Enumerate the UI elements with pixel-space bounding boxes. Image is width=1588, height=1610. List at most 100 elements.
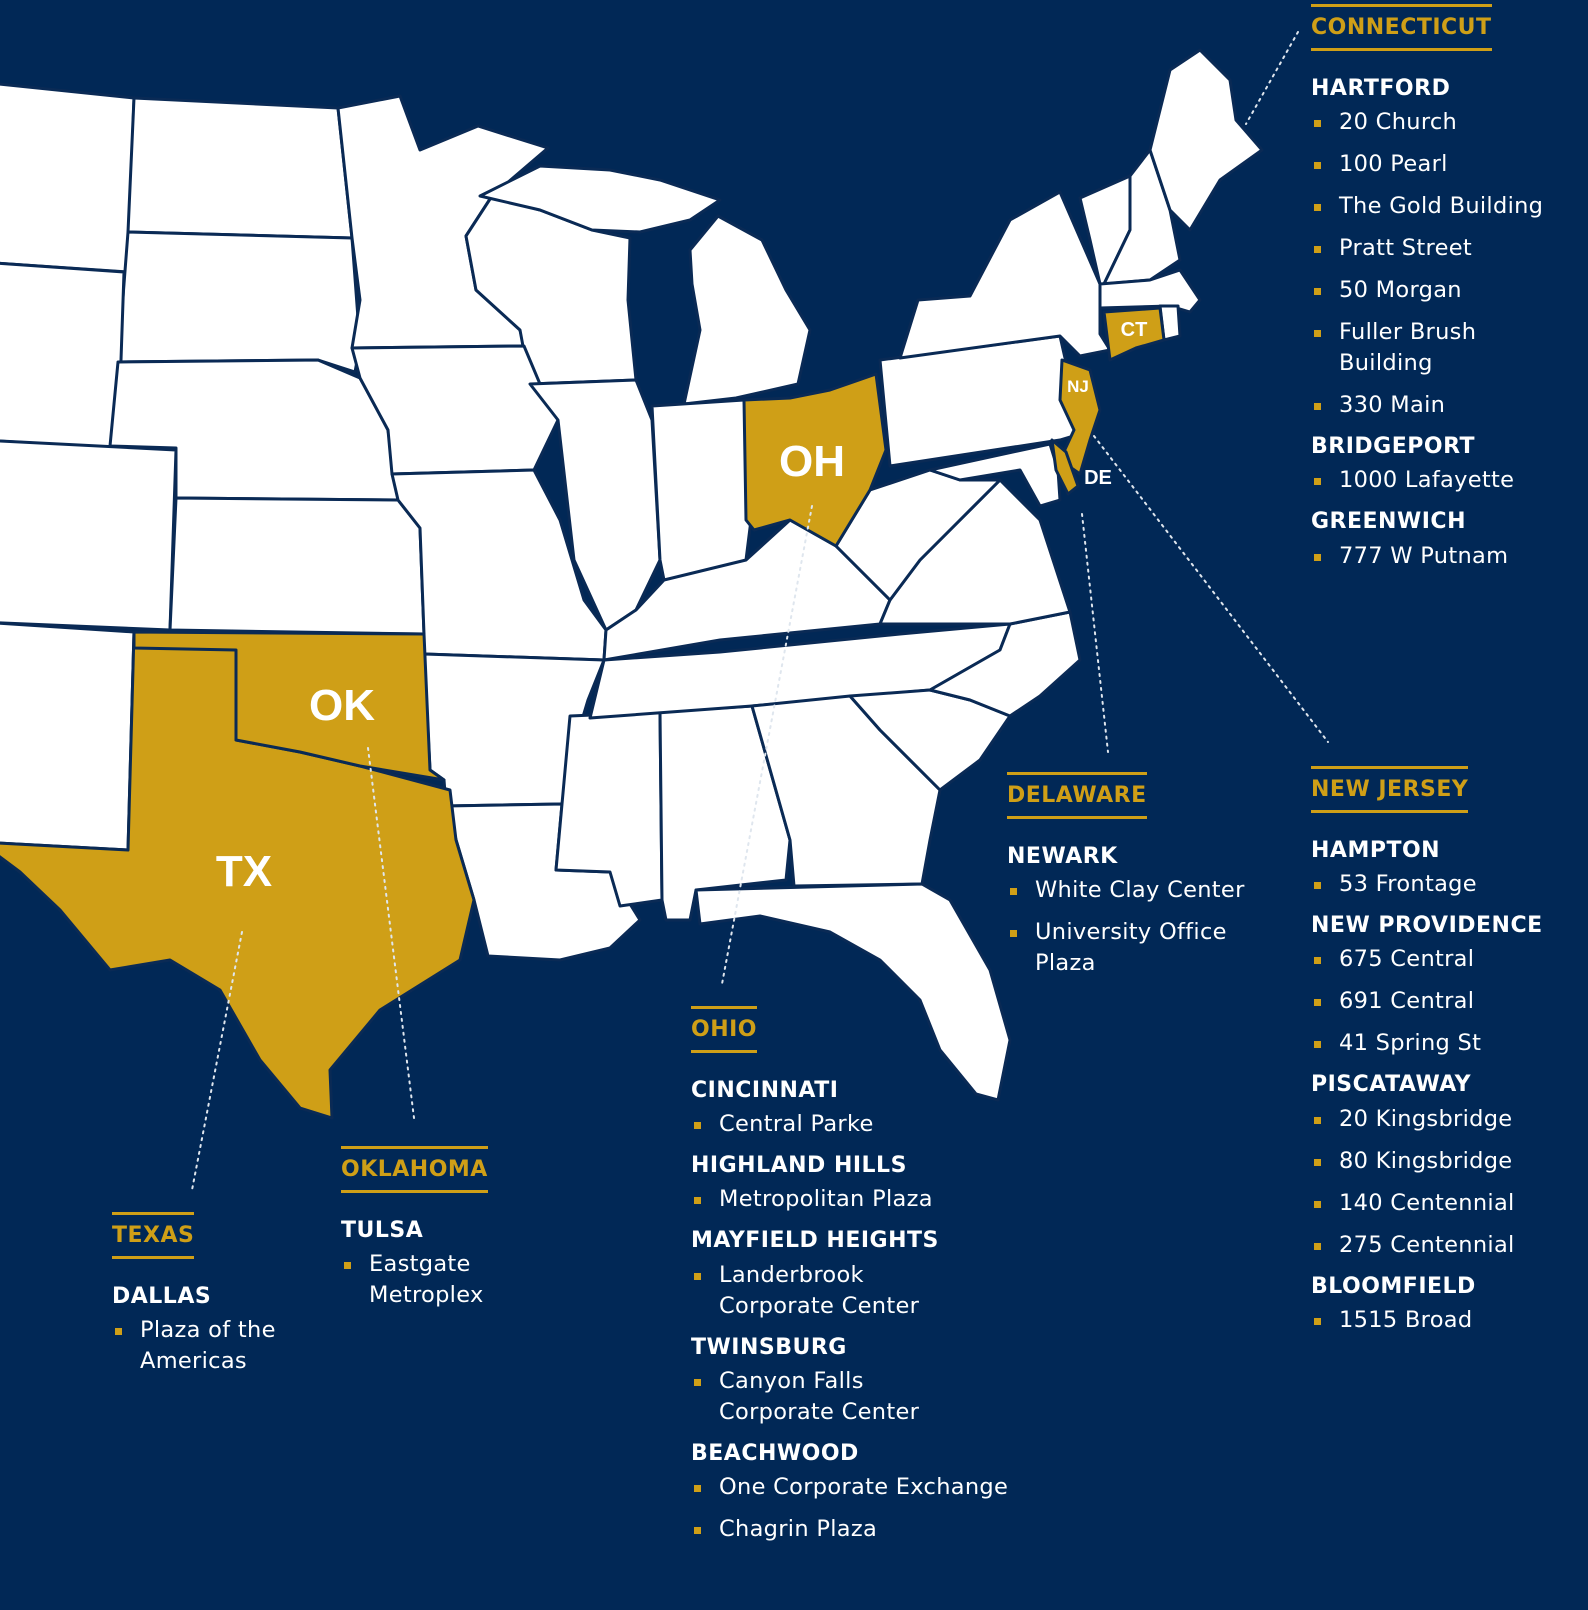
site-item: 80 Kingsbridge bbox=[1311, 1146, 1581, 1177]
panel-ohio: OHIO CINCINNATI Central Parke HIGHLAND H… bbox=[691, 1006, 1091, 1556]
site-list-new-providence: 675 Central 691 Central 41 Spring St bbox=[1311, 944, 1581, 1059]
city-bloomfield: BLOOMFIELD bbox=[1311, 1273, 1476, 1299]
state-south-dakota bbox=[116, 230, 362, 374]
state-north-carolina bbox=[928, 610, 1082, 718]
site-item: 777 W Putnam bbox=[1311, 541, 1581, 572]
panel-connecticut: CONNECTICUT HARTFORD 20 Church 100 Pearl… bbox=[1311, 4, 1581, 583]
state-new-york bbox=[898, 190, 1112, 360]
site-item: Plaza of the Americas bbox=[112, 1315, 300, 1377]
leader-line-texas bbox=[191, 931, 243, 1191]
site-item: 330 Main bbox=[1311, 390, 1581, 421]
state-label-oh: OH bbox=[779, 437, 845, 486]
state-massachusetts bbox=[1098, 268, 1202, 314]
city-hampton: HAMPTON bbox=[1311, 838, 1441, 863]
site-item: 53 Frontage bbox=[1311, 869, 1581, 900]
site-list-highland-hills: Metropolitan Plaza bbox=[691, 1184, 1091, 1215]
site-item: Eastgate Metroplex bbox=[341, 1249, 509, 1311]
state-montana bbox=[0, 82, 136, 274]
city-greenwich: GREENWICH bbox=[1311, 509, 1466, 535]
site-item: 675 Central bbox=[1311, 944, 1581, 975]
state-label-ct: CT bbox=[1121, 319, 1148, 341]
region-title-texas: TEXAS bbox=[112, 1212, 195, 1259]
city-tulsa: TULSA bbox=[341, 1218, 424, 1243]
site-item: 691 Central bbox=[1311, 986, 1581, 1017]
site-item: Canyon Falls Corporate Center bbox=[691, 1366, 949, 1428]
leader-line-ohio bbox=[721, 505, 813, 985]
leader-line-delaware bbox=[1081, 513, 1109, 753]
state-colorado bbox=[0, 439, 178, 632]
state-label-nj: NJ bbox=[1067, 377, 1089, 396]
site-list-piscataway: 20 Kingsbridge 80 Kingsbridge 140 Centen… bbox=[1311, 1104, 1581, 1261]
state-north-dakota bbox=[126, 96, 354, 240]
site-item: Landerbrook Corporate Center bbox=[691, 1260, 949, 1322]
site-list-tulsa: Eastgate Metroplex bbox=[341, 1249, 541, 1311]
state-label-de: DE bbox=[1084, 467, 1112, 489]
site-item: 20 Kingsbridge bbox=[1311, 1104, 1581, 1135]
site-list-bridgeport: 1000 Lafayette bbox=[1311, 465, 1581, 496]
region-title-oklahoma: OKLAHOMA bbox=[341, 1146, 488, 1193]
site-list-mayfield-heights: Landerbrook Corporate Center bbox=[691, 1260, 1091, 1322]
site-item: 20 Church bbox=[1311, 107, 1581, 138]
site-list-beachwood: One Corporate Exchange Chagrin Plaza bbox=[691, 1472, 1091, 1545]
region-title-connecticut: CONNECTICUT bbox=[1311, 4, 1492, 51]
site-item: Metropolitan Plaza bbox=[691, 1184, 1091, 1215]
state-ohio bbox=[742, 372, 888, 548]
site-item: Pratt Street bbox=[1311, 233, 1581, 264]
state-maryland bbox=[928, 442, 1062, 508]
panel-oklahoma: OKLAHOMA TULSA Eastgate Metroplex bbox=[341, 1146, 541, 1322]
state-west-virginia bbox=[834, 468, 1002, 602]
region-title-ohio: OHIO bbox=[691, 1006, 758, 1053]
site-list-twinsburg: Canyon Falls Corporate Center bbox=[691, 1366, 1091, 1428]
city-piscataway: PISCATAWAY bbox=[1311, 1072, 1472, 1098]
region-title-delaware: DELAWARE bbox=[1007, 772, 1147, 819]
site-item: 1515 Broad bbox=[1311, 1305, 1581, 1336]
panel-texas: TEXAS DALLAS Plaza of the Americas bbox=[112, 1212, 322, 1388]
state-michigan-upper bbox=[478, 164, 722, 234]
site-item: 100 Pearl bbox=[1311, 149, 1581, 180]
city-new-providence: NEW PROVIDENCE bbox=[1311, 913, 1543, 939]
site-item: Chagrin Plaza bbox=[691, 1514, 1091, 1545]
site-list-newark: White Clay Center University Office Plaz… bbox=[1007, 875, 1277, 979]
leader-line-new-jersey bbox=[1093, 435, 1329, 743]
site-item: White Clay Center bbox=[1007, 875, 1277, 906]
city-mayfield-heights: MAYFIELD HEIGHTS bbox=[691, 1228, 939, 1254]
site-list-hartford: 20 Church 100 Pearl The Gold Building Pr… bbox=[1311, 107, 1581, 421]
site-list-cincinnati: Central Parke bbox=[691, 1109, 1091, 1140]
state-label-ok: OK bbox=[309, 681, 375, 730]
state-michigan-lower bbox=[682, 214, 812, 406]
city-hartford: HARTFORD bbox=[1311, 76, 1451, 101]
site-item: Central Parke bbox=[691, 1109, 1091, 1140]
state-delaware bbox=[1050, 438, 1080, 496]
state-new-mexico bbox=[0, 621, 136, 852]
state-kansas bbox=[168, 496, 426, 636]
city-beachwood: BEACHWOOD bbox=[691, 1440, 859, 1466]
state-indiana bbox=[650, 398, 756, 582]
state-maine bbox=[1148, 48, 1264, 232]
state-wyoming bbox=[0, 261, 126, 450]
site-item: 140 Centennial bbox=[1311, 1188, 1581, 1219]
panel-new-jersey: NEW JERSEY HAMPTON 53 Frontage NEW PROVI… bbox=[1311, 766, 1581, 1347]
state-oklahoma bbox=[132, 630, 446, 782]
city-bridgeport: BRIDGEPORT bbox=[1311, 434, 1476, 460]
site-list-bloomfield: 1515 Broad bbox=[1311, 1305, 1581, 1336]
site-item: 50 Morgan bbox=[1311, 275, 1581, 306]
state-connecticut bbox=[1102, 306, 1166, 362]
site-list-greenwich: 777 W Putnam bbox=[1311, 541, 1581, 572]
city-dallas: DALLAS bbox=[112, 1284, 212, 1309]
site-item: University Office Plaza bbox=[1007, 917, 1265, 979]
leader-line-connecticut bbox=[1245, 31, 1299, 125]
site-item: One Corporate Exchange bbox=[691, 1472, 1091, 1503]
site-list-dallas: Plaza of the Americas bbox=[112, 1315, 322, 1377]
city-cincinnati: CINCINNATI bbox=[691, 1078, 839, 1103]
site-item: 41 Spring St bbox=[1311, 1028, 1581, 1059]
city-newark: NEWARK bbox=[1007, 844, 1118, 869]
state-new-jersey bbox=[1058, 358, 1102, 476]
site-item: 1000 Lafayette bbox=[1311, 465, 1581, 496]
leader-line-oklahoma bbox=[367, 747, 415, 1119]
state-label-tx: TX bbox=[216, 847, 272, 896]
site-item: The Gold Building bbox=[1311, 191, 1581, 222]
city-twinsburg: TWINSBURG bbox=[691, 1334, 847, 1360]
site-item: 275 Centennial bbox=[1311, 1230, 1581, 1261]
city-highland-hills: HIGHLAND HILLS bbox=[691, 1153, 907, 1179]
